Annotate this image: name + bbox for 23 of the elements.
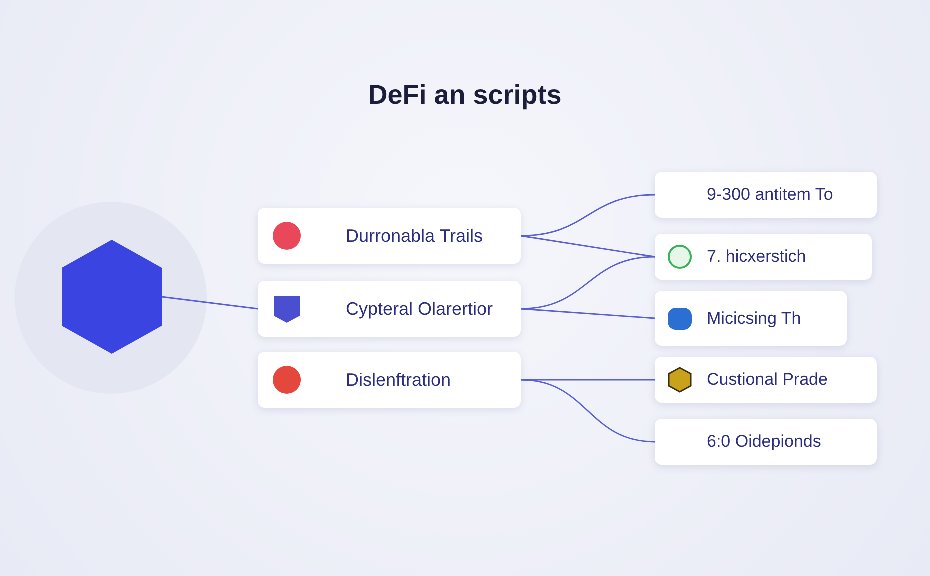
connector-line [162,296,258,310]
connector-line [520,235,656,258]
item-label: Micicsing Th [707,308,802,328]
item-card [258,281,521,337]
item-label: Cypteral Olarertior [346,298,494,320]
item-card [655,172,877,218]
item-label: 7. hicxerstich [707,247,806,267]
connector-line [520,194,656,237]
diagram-title: DeFi an scripts [367,80,563,111]
connector-line [520,379,656,443]
item-card [655,234,872,280]
connector-line [520,256,656,310]
item-card [258,352,521,408]
item-label: 6:0 Oidepionds [707,432,822,452]
item-label: Durronabla Trails [346,226,484,246]
item-label: 9-300 antitem To [707,185,834,205]
item-card [655,291,847,346]
connector-line [520,308,656,320]
item-card [655,419,877,465]
item-label: Custional Prade [707,370,828,390]
item-card [655,357,877,403]
item-card [258,208,521,264]
item-label: Dislenftration [346,370,452,390]
